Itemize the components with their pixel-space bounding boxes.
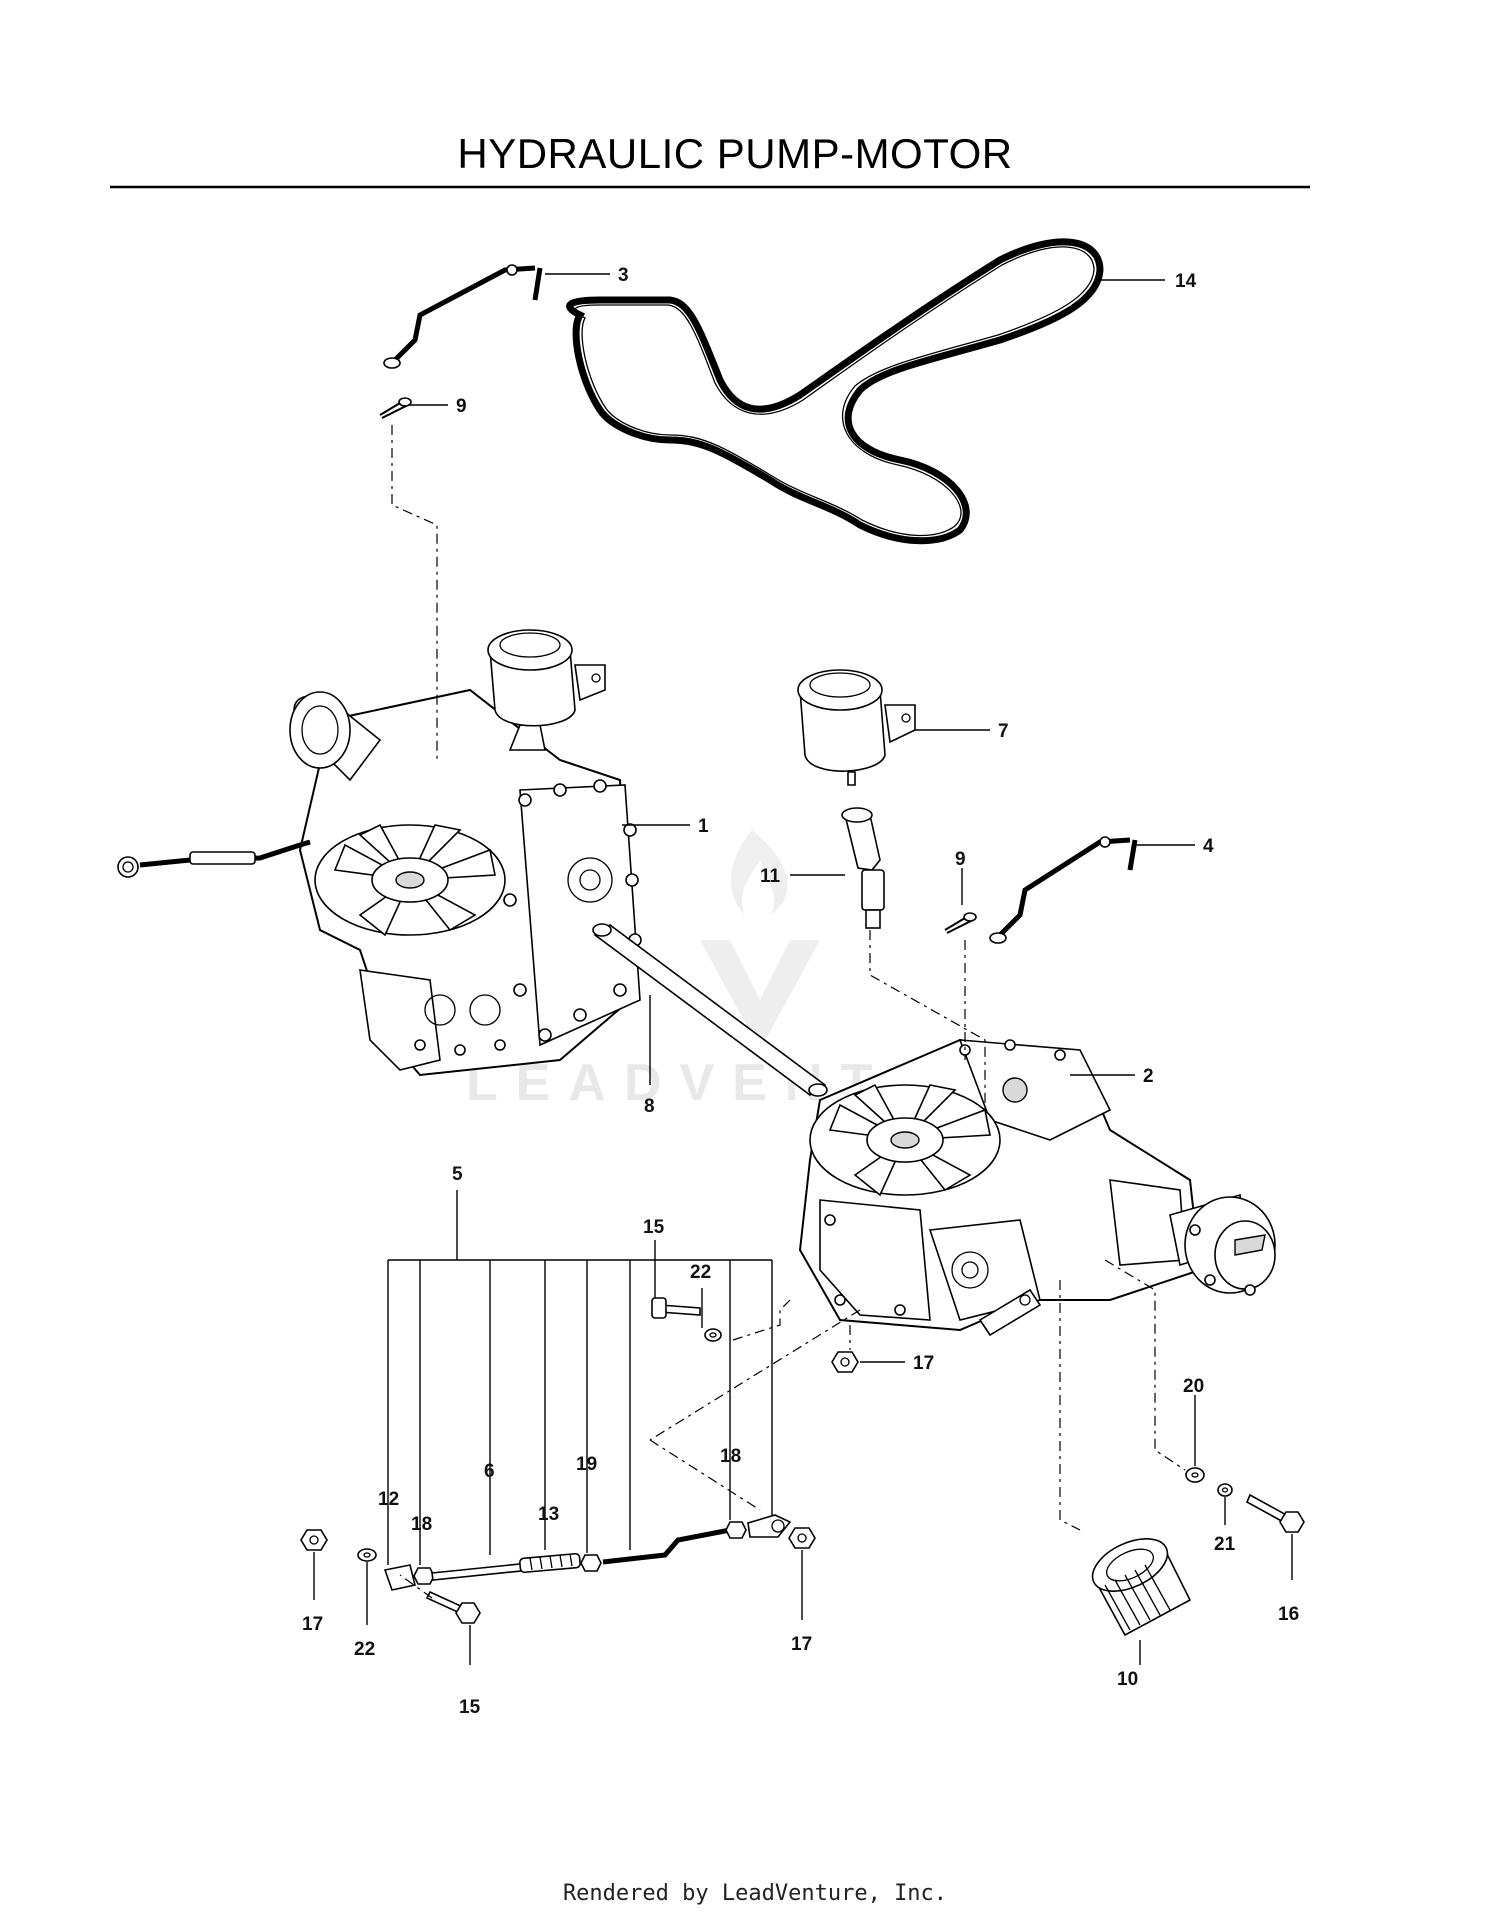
callout-12: 12 [378, 1489, 399, 1510]
filter-part-10 [1091, 1538, 1192, 1637]
callout-18-right: 18 [720, 1446, 741, 1467]
nut-part-17-left [300, 1529, 328, 1551]
assembly-lines [391, 425, 1186, 1599]
callout-17-right: 17 [913, 1353, 934, 1374]
washer-part-22-upper [704, 1328, 722, 1342]
callout-21: 21 [1214, 1534, 1236, 1555]
control-rod-part-4 [989, 836, 1138, 944]
washer-part-22-lower [357, 1548, 377, 1562]
callout-2: 2 [1143, 1066, 1154, 1087]
callout-5: 5 [452, 1164, 463, 1185]
callout-15-lower: 15 [459, 1697, 481, 1718]
nut-part-17-right [831, 1351, 859, 1373]
washer-part-20 [1185, 1467, 1205, 1483]
callout-14: 14 [1175, 271, 1197, 292]
callout-15-upper: 15 [643, 1217, 665, 1238]
reservoir-on-part-1 [487, 629, 606, 727]
callout-16: 16 [1278, 1604, 1299, 1625]
callout-22-upper: 22 [690, 1262, 711, 1283]
callout-20: 20 [1183, 1376, 1204, 1397]
page-title: HYDRAULIC PUMP-MOTOR [457, 130, 1012, 177]
control-rod-part-3 [383, 264, 543, 369]
reservoir-part-7 [797, 669, 916, 786]
callout-7: 7 [998, 721, 1009, 742]
hose-fitting-part-11 [841, 807, 885, 929]
callout-17-left: 17 [302, 1614, 323, 1635]
callout-11: 11 [760, 866, 781, 887]
belt-part-14 [566, 238, 1104, 545]
callout-9-upper: 9 [456, 396, 467, 417]
leader-lines [313, 273, 1293, 1665]
pump-motor-part-1 [117, 683, 642, 1077]
cotter-pin-part-9-lower [944, 912, 977, 934]
lock-washer-part-21 [1217, 1483, 1233, 1497]
footer-credit: Rendered by LeadVenture, Inc. [563, 1881, 947, 1906]
fan-part-1 [314, 823, 506, 937]
callout-10: 10 [1117, 1669, 1138, 1690]
callout-1: 1 [698, 816, 709, 837]
bolt-part-15-upper [651, 1297, 701, 1319]
callout-22-lower: 22 [354, 1639, 375, 1660]
nut-part-17-lower-right [788, 1527, 816, 1549]
linkage-assembly-part-5 [383, 1514, 792, 1591]
callout-17-lower-right: 17 [791, 1634, 812, 1655]
callout-4: 4 [1203, 836, 1214, 857]
callouts: 1 2 3 4 5 6 7 8 9 9 10 11 12 13 14 15 15… [302, 265, 1299, 1718]
callout-6: 6 [484, 1461, 495, 1482]
callout-18-left: 18 [411, 1514, 432, 1535]
callout-13: 13 [538, 1504, 559, 1525]
bolt-part-16 [1245, 1493, 1305, 1533]
callout-9-lower: 9 [955, 849, 966, 870]
callout-3: 3 [618, 265, 629, 286]
cotter-pin-part-9-upper [379, 397, 412, 419]
pump-motor-part-2 [798, 1038, 1276, 1337]
fan-part-2 [809, 1083, 1001, 1197]
bolt-part-15-lower [425, 1590, 481, 1624]
callout-19: 19 [576, 1454, 597, 1475]
shaft-tube-part-8 [592, 923, 828, 1097]
callout-8: 8 [644, 1096, 655, 1117]
